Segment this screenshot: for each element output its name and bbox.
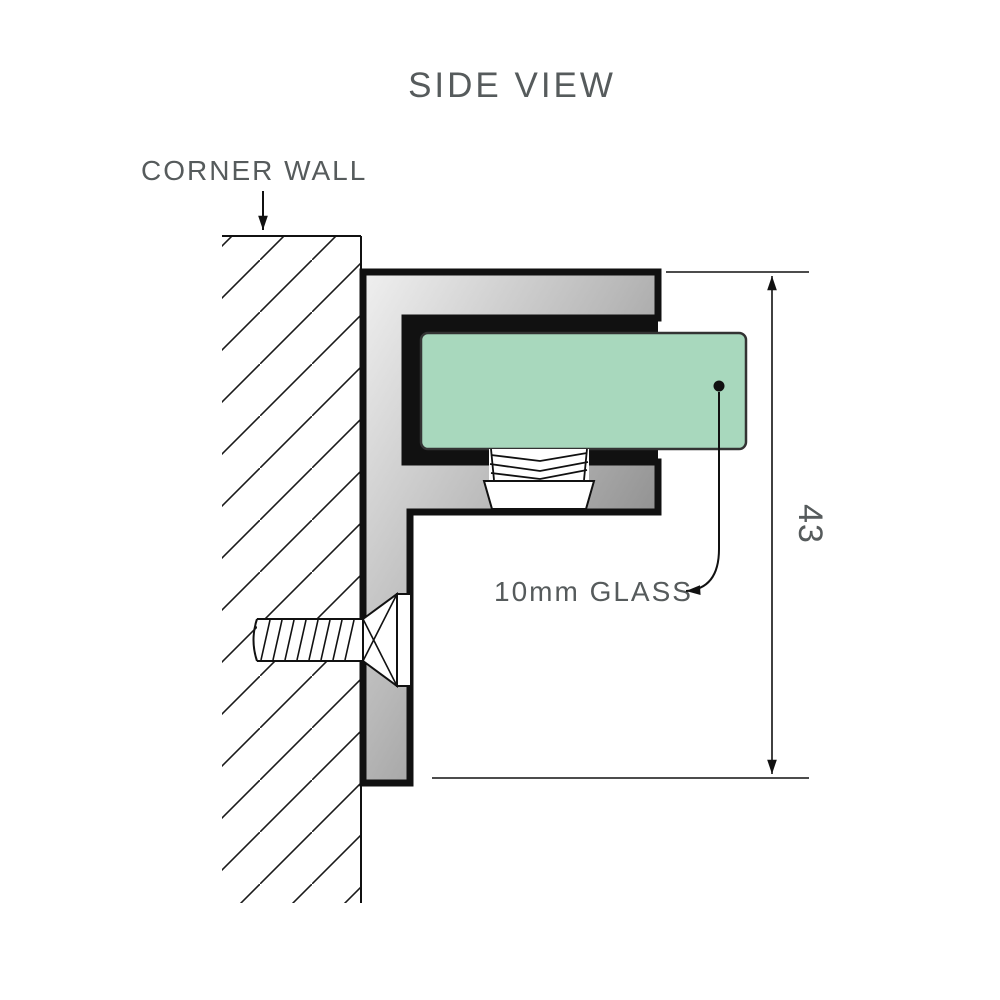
glass-leader-line [685, 392, 720, 595]
screw-threads [260, 619, 355, 661]
corner-wall-label: CORNER WALL [141, 155, 367, 186]
screw-head-cross-line [362, 618, 398, 687]
grub-screw-thread-line [490, 452, 588, 462]
grub-screw-side [490, 448, 495, 481]
grub-screw [482, 448, 596, 510]
screw-head-cross-line [362, 593, 398, 662]
fixing-screw [252, 592, 412, 688]
grub-screw-thread-line [489, 461, 589, 472]
wall [222, 235, 362, 903]
diagram-title: SIDE VIEW [408, 66, 616, 105]
grub-screw-thread-line [490, 469, 588, 480]
corner-wall-callout: CORNER WALL [141, 155, 367, 231]
screw-tip [252, 618, 258, 662]
glass-label: 10mm GLASS [494, 576, 693, 607]
dimension-43: 43 [432, 271, 829, 779]
glass-callout: 10mm GLASS [494, 380, 725, 607]
glass-panel [419, 331, 748, 451]
dimension-value: 43 [791, 504, 829, 544]
glass-leader-dot [713, 380, 725, 392]
grub-screw-base [482, 480, 596, 510]
screw-head-face [396, 593, 412, 687]
grub-screw-side [583, 448, 588, 481]
wall-hatching [222, 236, 361, 903]
